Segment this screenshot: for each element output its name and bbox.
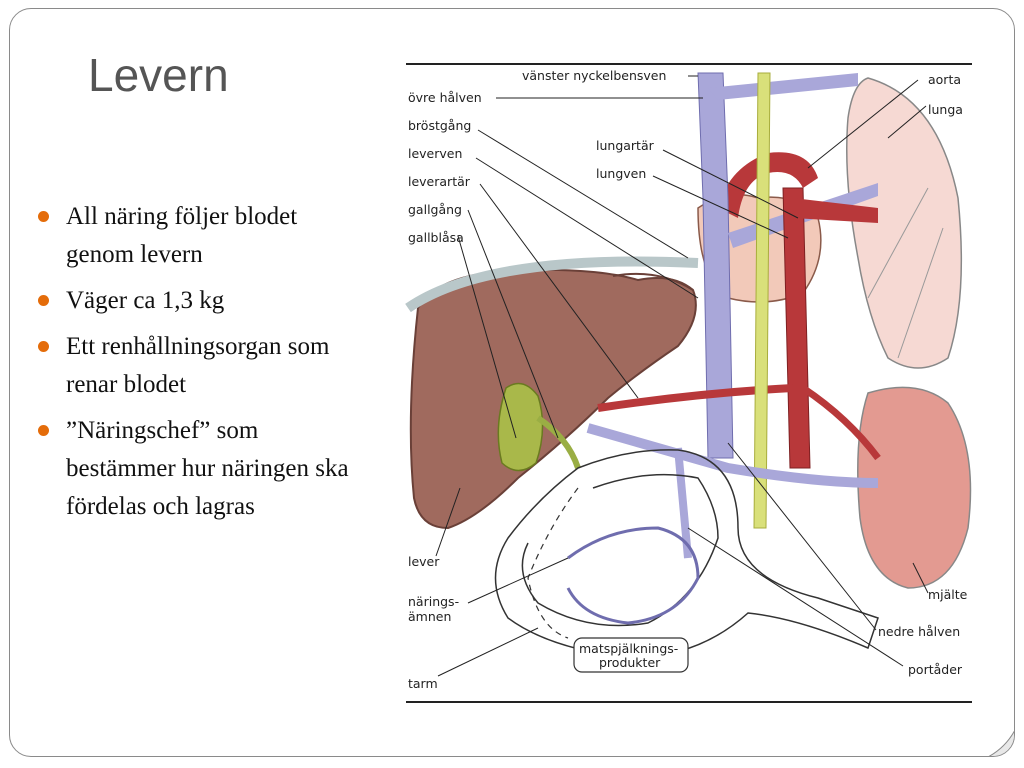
circulation-diagram: vänster nyckelbensven övre hålven bröstg… [405, 63, 972, 703]
label-brostgang: bröstgång [408, 118, 471, 133]
label-lungven: lungven [596, 166, 646, 181]
label-gallgang: gallgång [408, 202, 462, 217]
slide-title: Levern [88, 49, 229, 101]
bullet-item: ”Näringschef” som bestämmer hur näringen… [38, 412, 418, 526]
bullet-text: All näring följer blodet genom levern [66, 203, 298, 268]
bullet-dot-icon [38, 425, 49, 436]
label-lungartar: lungartär [596, 138, 655, 153]
bullet-text: Ett renhållningsorgan som renar blodet [66, 333, 330, 398]
aorta [782, 187, 811, 469]
portal-vein [586, 423, 879, 488]
thoracic-duct [753, 72, 771, 529]
bullet-item: All näring följer blodet genom levern [38, 198, 418, 274]
label-mjalte: mjälte [928, 587, 968, 602]
bullet-text: ”Näringschef” som bestämmer hur näringen… [66, 417, 349, 520]
label-ovre-halven: övre hålven [408, 90, 482, 105]
label-matspjalknings: matspjälknings- [579, 641, 678, 656]
intestine-illustration [494, 449, 879, 659]
label-produkter: produkter [599, 655, 661, 670]
label-leverven: leverven [408, 146, 462, 161]
bullet-dot-icon [38, 341, 49, 352]
gallbladder-illustration [497, 382, 544, 472]
bullet-text: Väger ca 1,3 kg [66, 287, 225, 314]
label-nedre-halven: nedre hålven [878, 624, 960, 639]
bullet-list: All näring följer blodet genom levern Vä… [38, 198, 418, 534]
bullet-dot-icon [38, 295, 49, 306]
bullet-dot-icon [38, 211, 49, 222]
label-aorta: aorta [928, 72, 961, 87]
vena-cava [697, 72, 734, 459]
digestion-products-box [573, 637, 689, 673]
label-amnen: ämnen [408, 609, 451, 624]
label-gallblasa: gallblåsa [408, 230, 464, 245]
label-tarm: tarm [408, 676, 438, 691]
spleen-illustration [857, 386, 972, 589]
lung-illustration [846, 77, 963, 369]
label-leverartar: leverartär [408, 174, 471, 189]
label-portader: portåder [908, 662, 963, 677]
label-lever: lever [408, 554, 440, 569]
bullet-item: Ett renhållningsorgan som renar blodet [38, 328, 418, 404]
label-narings: närings- [408, 594, 459, 609]
label-vanster-nyckelbensven: vänster nyckelbensven [522, 68, 666, 83]
page-curl-icon [988, 730, 1014, 756]
bullet-item: Väger ca 1,3 kg [38, 282, 418, 320]
label-lunga: lunga [928, 102, 963, 117]
